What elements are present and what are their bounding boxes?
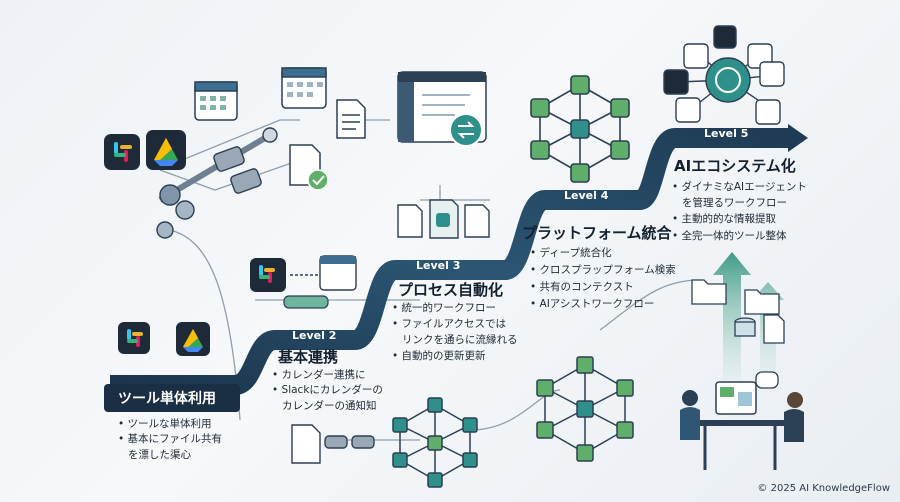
level-4-label: Level 4 bbox=[564, 189, 609, 202]
level-2-bullet: Slackにカレンダーの bbox=[272, 383, 383, 398]
level-2-bullet-continuation: カレンダーの通知知 bbox=[282, 400, 377, 412]
level-3-bullet: 統一的ワークフロー bbox=[392, 301, 497, 316]
level-4-bullet: 共有のコンテクスト bbox=[530, 280, 634, 295]
document-link-icons bbox=[397, 199, 490, 239]
level-4-bullet: AIアシストワークフロー bbox=[530, 297, 655, 312]
level-5-title: AIエコシステム化 bbox=[674, 157, 796, 175]
slack-icon bbox=[118, 322, 150, 354]
app-window-icon bbox=[397, 71, 487, 147]
level-3-label: Level 3 bbox=[416, 259, 461, 272]
cube-network-icon bbox=[392, 397, 478, 488]
start-title: ツール単体利用 bbox=[118, 391, 216, 407]
document-connector-icon bbox=[291, 424, 375, 464]
drive-icon bbox=[176, 322, 210, 356]
level-5-label: Level 5 bbox=[704, 127, 749, 140]
level-4-bullet: ディープ統合化 bbox=[530, 246, 612, 261]
level-3-bullet-continuation: リンクを通らに流縁れる bbox=[402, 334, 518, 346]
level-2-bullet: カレンダー連携に bbox=[272, 368, 366, 383]
calendar-icon bbox=[281, 67, 327, 109]
start-bullet: 基本にファイル共有 bbox=[118, 432, 223, 447]
level-2-label: Level 2 bbox=[292, 329, 337, 342]
document-check-icon bbox=[289, 144, 329, 191]
ai-hub-icon bbox=[663, 25, 785, 125]
level-5-bullet-continuation: を管理るワークフロー bbox=[682, 197, 787, 209]
background-flow-lines bbox=[159, 119, 701, 441]
copyright-text: © 2025 AI KnowledgeFlow bbox=[757, 483, 890, 494]
arrow-head bbox=[788, 124, 808, 152]
maturity-path bbox=[110, 128, 790, 395]
start-bullet: ツールな単体利用 bbox=[118, 417, 212, 432]
level-3-bullet: ファイルアクセスでは bbox=[392, 317, 506, 332]
level-2-title: 基本連携 bbox=[278, 348, 339, 366]
hex-network-icon bbox=[530, 75, 630, 183]
level-5-bullet: 全完一体的ツール整体 bbox=[672, 229, 787, 244]
start-label-box bbox=[104, 384, 240, 412]
start-bullet-continuation: を漂した渠心 bbox=[128, 449, 191, 461]
team-desk-illustration bbox=[680, 371, 804, 470]
level-3-title: プロセス自動化 bbox=[398, 281, 504, 299]
level-3-bullet: 自動的の更新更新 bbox=[392, 349, 486, 364]
calendar-icon bbox=[194, 81, 238, 121]
cube-network-icon bbox=[536, 356, 634, 462]
slack-icon bbox=[104, 134, 140, 170]
plug-connector-icons bbox=[156, 127, 278, 239]
slack-calendar-integration bbox=[250, 255, 357, 309]
level-4-bullet: クロスプラップフォーム検索 bbox=[530, 263, 676, 278]
document-icon bbox=[336, 99, 366, 139]
level-5-bullet: ダイナミなAIエージェント bbox=[672, 180, 807, 195]
level-5-bullet: 主動的的な情報提取 bbox=[672, 212, 777, 227]
folder-icon bbox=[691, 279, 785, 344]
level-4-title: プラットフォーム統合 bbox=[522, 224, 672, 242]
drive-icon bbox=[146, 130, 186, 170]
